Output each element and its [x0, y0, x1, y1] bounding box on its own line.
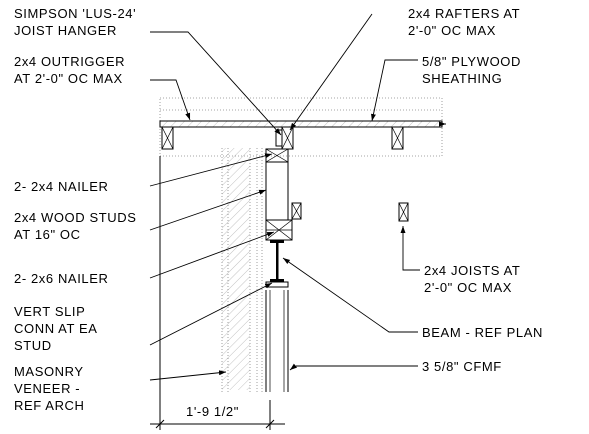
joist-block — [398, 202, 409, 222]
rafter-block — [281, 126, 294, 150]
label-joists: 2x4 JOISTS AT 2'-0" OC MAX — [424, 263, 524, 295]
nailer-2x6 — [265, 219, 293, 241]
label-plywood: 5/8" PLYWOOD SHEATHING — [422, 54, 525, 86]
label-masonry: MASONRY VENEER - REF ARCH — [14, 364, 88, 413]
label-slip-conn: VERT SLIP CONN AT EA STUD — [14, 304, 101, 353]
dimension-line: 1'-9 1/2" — [150, 156, 285, 430]
rafter-block — [391, 126, 404, 150]
label-beam: BEAM - REF PLAN — [422, 325, 543, 340]
label-outrigger: 2x4 OUTRIGGER AT 2'-0" OC MAX — [14, 54, 129, 86]
label-nailer-2x4: 2- 2x4 NAILER — [14, 179, 109, 194]
label-joist-hanger: SIMPSON 'LUS-24' JOIST HANGER — [14, 6, 140, 38]
wall-framing — [256, 148, 289, 392]
label-rafters: 2x4 RAFTERS AT 2'-0" OC MAX — [408, 6, 524, 38]
beam — [265, 240, 289, 288]
masonry-veneer — [221, 148, 251, 392]
blocking — [291, 202, 302, 220]
rafter-block — [161, 126, 174, 150]
nailer-2x4 — [265, 148, 289, 163]
label-wood-studs: 2x4 WOOD STUDS AT 16" OC — [14, 210, 141, 242]
dimension-text: 1'-9 1/2" — [186, 404, 239, 419]
leader-lines — [149, 13, 420, 381]
label-nailer-2x6: 2- 2x6 NAILER — [14, 271, 109, 286]
plywood-sheathing — [159, 120, 446, 128]
label-cfmf: 3 5/8" CFMF — [422, 359, 502, 374]
